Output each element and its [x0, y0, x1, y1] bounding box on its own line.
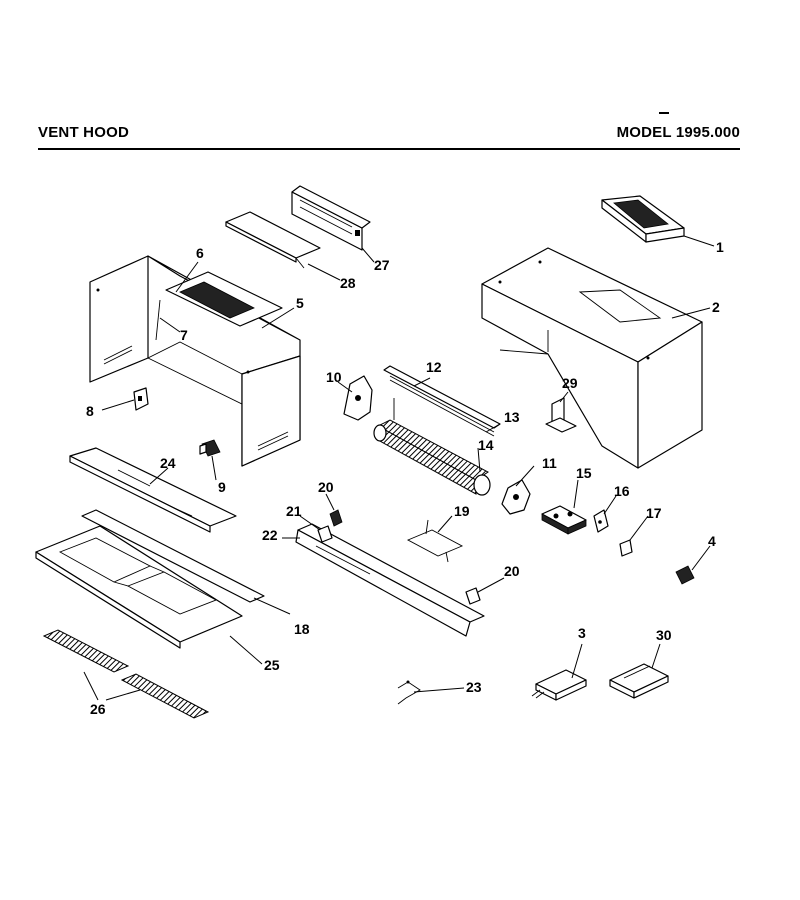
- callout-24: 24: [160, 455, 176, 471]
- callout-18: 18: [294, 621, 310, 637]
- part-15-relay: [541, 505, 587, 535]
- callout-26: 26: [90, 701, 106, 717]
- callout-30: 30: [656, 627, 672, 643]
- callout-3: 3: [578, 625, 586, 641]
- callout-9: 9: [218, 479, 226, 495]
- part-26-grille-b: [120, 673, 210, 719]
- callout-23: 23: [466, 679, 482, 695]
- part-25-bottom-pan: [35, 525, 243, 649]
- callout-10: 10: [326, 369, 342, 385]
- part-24-filter: [69, 447, 237, 533]
- part-28-plate: [225, 211, 321, 269]
- part-27-control-board: [291, 185, 371, 251]
- callout-7: 7: [180, 327, 188, 343]
- callout-27: 27: [374, 257, 390, 273]
- part-20-holder-lower: [465, 587, 481, 605]
- callout-17: 17: [646, 505, 662, 521]
- callout-8: 8: [86, 403, 94, 419]
- part-19-bracket: [406, 519, 464, 563]
- part-14-blower-wheel: [373, 398, 491, 496]
- part-26-grille-a: [42, 629, 130, 673]
- part-2-hood-shell: [481, 247, 703, 469]
- part-8-bracket: [133, 387, 149, 411]
- callout-2: 2: [712, 299, 720, 315]
- callout-11: 11: [542, 455, 557, 471]
- part-29-clip: [545, 397, 577, 433]
- part-3-transformer: [531, 669, 587, 701]
- part-17-clip: [619, 539, 633, 557]
- callout-12: 12: [426, 359, 442, 375]
- callout-14: 14: [478, 437, 494, 453]
- callout-1: 1: [716, 239, 724, 255]
- part-20-holder-upper: [329, 509, 343, 527]
- callout-13: 13: [504, 409, 520, 425]
- part-23-wire-clip: [397, 680, 421, 705]
- part-1-lens: [601, 195, 685, 243]
- model-number: MODEL 1995.000: [616, 124, 740, 141]
- callout-21: 21: [286, 503, 302, 519]
- part-21-socket: [317, 525, 333, 543]
- part-5-inner-box: [89, 255, 301, 467]
- part-9-switch: [199, 439, 221, 457]
- leader-lines: [83, 235, 715, 701]
- callout-16: 16: [614, 483, 630, 499]
- callout-25: 25: [264, 657, 280, 673]
- part-12-rail: [383, 365, 501, 437]
- callout-5: 5: [296, 295, 304, 311]
- callout-19: 19: [454, 503, 470, 519]
- callout-6: 6: [196, 245, 204, 261]
- part-4-socket: [675, 565, 695, 585]
- part-16-bracket: [593, 509, 609, 533]
- callout-29: 29: [562, 375, 578, 391]
- part-10-motor-bracket: [343, 375, 373, 421]
- callout-4: 4: [708, 533, 716, 549]
- callout-28: 28: [340, 275, 356, 291]
- callout-22: 22: [262, 527, 278, 543]
- header-mark: [659, 112, 669, 114]
- part-18-strip: [81, 509, 265, 603]
- callout-20-upper: 20: [318, 479, 334, 495]
- part-30-terminal-block: [609, 663, 669, 699]
- callout-20-lower: 20: [504, 563, 520, 579]
- part-11-motor-bracket: [501, 479, 531, 515]
- page-title: VENT HOOD: [38, 124, 129, 141]
- header-rule: [38, 148, 740, 150]
- callout-15: 15: [576, 465, 592, 481]
